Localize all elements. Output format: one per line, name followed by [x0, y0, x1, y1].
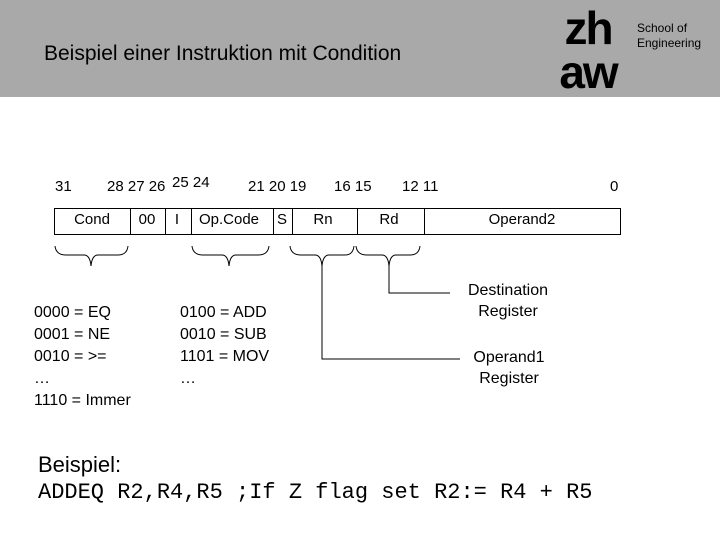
slide-title: Beispiel einer Instruktion mit Condition [44, 42, 402, 65]
field-operand2: Operand2 [488, 211, 556, 228]
field-separator [357, 209, 358, 234]
field-opcode: Op.Code [198, 211, 260, 228]
field-separator [130, 209, 131, 234]
field-separator [424, 209, 425, 234]
field-separator [292, 209, 293, 234]
field-separator [191, 209, 192, 234]
header-bar: Beispiel einer Instruktion mit Condition… [0, 0, 720, 97]
school-line-1: School of [637, 21, 688, 35]
field-00: 00 [138, 211, 156, 228]
field-i: I [174, 211, 180, 228]
brace-rn [289, 245, 355, 267]
list-item: 1101 = MOV [180, 348, 270, 365]
destination-register-note: Destination Register [468, 280, 548, 322]
note-line: Register [479, 370, 539, 387]
list-item: 0100 = ADD [180, 304, 267, 321]
list-item: 0001 = NE [34, 326, 111, 343]
list-item: 0000 = EQ [34, 304, 111, 321]
field-separator [165, 209, 166, 234]
field-rn: Rn [313, 211, 333, 228]
destination-connector [388, 266, 450, 294]
operand1-register-note: Operand1 Register [473, 347, 544, 389]
operand1-connector [321, 266, 460, 360]
opcode-list: 0100 = ADD 0010 = SUB 1101 = MOV … [180, 302, 269, 390]
bit-number-28-26: 28 27 26 [107, 178, 166, 195]
svg-text:aw: aw [559, 46, 619, 92]
field-rd: Rd [379, 211, 399, 228]
list-item: 0010 = >= [34, 348, 107, 365]
field-separator [273, 209, 274, 234]
bit-number-16-15: 16 15 [334, 178, 372, 195]
school-line-2: Engineering [637, 36, 702, 50]
bit-number-21-19: 21 20 19 [248, 178, 307, 195]
note-line: Operand1 [473, 349, 545, 366]
bit-number-0: 0 [610, 178, 619, 195]
note-line: Register [478, 303, 538, 320]
bit-number-31: 31 [55, 178, 72, 195]
field-s: S [276, 211, 288, 228]
school-label: School of Engineering [637, 21, 701, 51]
zhaw-logo: zh aw [559, 4, 621, 92]
bit-number-12-11: 12 11 [402, 178, 439, 195]
list-item: 0010 = SUB [180, 326, 267, 343]
svg-text:zh: zh [564, 4, 611, 54]
bit-number-25-24: 25 24 [172, 174, 210, 191]
cond-list: 0000 = EQ 0001 = NE 0010 = >= … 1110 = I… [34, 302, 131, 412]
example-label: Beispiel: [38, 452, 122, 477]
field-cond: Cond [74, 211, 110, 228]
brace-rd [355, 245, 421, 267]
note-line: Destination [467, 282, 549, 299]
list-item: 1110 = Immer [34, 392, 131, 409]
list-item: … [180, 370, 196, 387]
brace-cond [54, 245, 129, 267]
list-item: … [34, 370, 50, 387]
example-code: ADDEQ R2,R4,R5 ;If Z flag set R2:= R4 + … [38, 480, 593, 505]
instruction-format-box [54, 208, 621, 235]
brace-opcode [191, 245, 270, 267]
